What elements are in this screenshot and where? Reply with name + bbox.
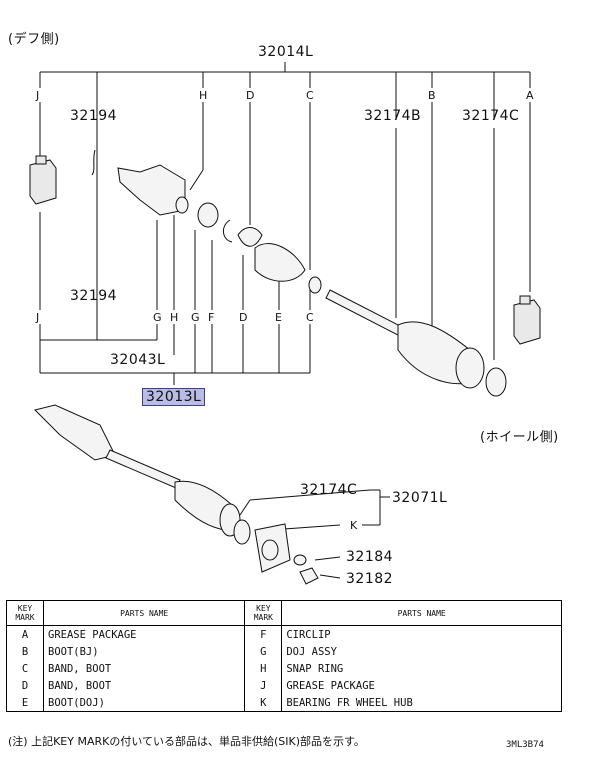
key-bottom-c: C (306, 311, 314, 324)
header-name-2: PARTS NAME (281, 600, 562, 626)
table-row: E BOOT(DOJ) K BEARING FR WHEEL HUB (6, 694, 562, 712)
key-cell: A (6, 625, 44, 643)
key-top-a: A (526, 89, 534, 102)
table-row: D BAND, BOOT J GREASE PACKAGE (6, 677, 562, 694)
key-cell: G (244, 643, 283, 660)
diagram-lines (29, 62, 541, 585)
name-cell: GREASE PACKAGE (281, 677, 562, 694)
part-32071L[interactable]: 32071L (392, 490, 448, 506)
wheel-side-label: (ホイール側) (480, 430, 559, 445)
part-32182[interactable]: 32182 (346, 571, 394, 587)
key-cell: B (6, 643, 44, 660)
part-32013L-highlighted[interactable]: 32013L (142, 388, 206, 406)
key-cell: D (6, 677, 44, 694)
key-cell: K (244, 694, 283, 712)
part-32194-mid[interactable]: 32194 (70, 288, 118, 304)
part-32184[interactable]: 32184 (346, 549, 394, 565)
diff-side-label: (デフ側) (8, 32, 60, 47)
key-cell: F (244, 625, 283, 643)
table-header-row: KEY MARK PARTS NAME KEY MARK PARTS NAME (6, 600, 562, 626)
key-top-h: H (199, 89, 208, 102)
part-32043L[interactable]: 32043L (110, 352, 166, 368)
name-cell: BOOT(DOJ) (42, 694, 246, 712)
header-name-1: PARTS NAME (42, 600, 246, 626)
key-bottom-j: J (36, 311, 40, 324)
name-cell: BEARING FR WHEEL HUB (281, 694, 562, 712)
key-top-c: C (306, 89, 314, 102)
name-cell: GREASE PACKAGE (42, 625, 246, 643)
key-cell: J (244, 677, 283, 694)
key-bottom-f: F (208, 311, 215, 324)
key-top-d: D (246, 89, 255, 102)
name-cell: BOOT(BJ) (42, 643, 246, 660)
name-cell: CIRCLIP (281, 625, 562, 643)
part-32174C-top[interactable]: 32174C (462, 108, 520, 124)
header-key-2: KEY MARK (244, 600, 283, 626)
key-top-b: B (428, 89, 436, 102)
table-row: B BOOT(BJ) G DOJ ASSY (6, 643, 562, 660)
key-top-j: J (36, 89, 40, 102)
table-row: C BAND, BOOT H SNAP RING (6, 660, 562, 677)
table-row: A GREASE PACKAGE F CIRCLIP (6, 625, 562, 643)
key-cell: H (244, 660, 283, 677)
key-bottom-e: E (275, 311, 282, 324)
key-cell: C (6, 660, 44, 677)
name-cell: SNAP RING (281, 660, 562, 677)
name-cell: DOJ ASSY (281, 643, 562, 660)
parts-table: KEY MARK PARTS NAME KEY MARK PARTS NAME … (6, 600, 562, 712)
header-key-1: KEY MARK (6, 600, 44, 626)
name-cell: BAND, BOOT (42, 660, 246, 677)
part-32194-top[interactable]: 32194 (70, 108, 118, 124)
part-32174B[interactable]: 32174B (364, 108, 422, 124)
key-bottom-g1: G (153, 311, 162, 324)
footnote: (注) 上記KEY MARKの付いている部品は、単品非供給(SIK)部品を示す。 (8, 735, 365, 748)
key-k: K (350, 519, 358, 532)
key-bottom-h: H (170, 311, 179, 324)
key-bottom-d: D (239, 311, 248, 324)
name-cell: BAND, BOOT (42, 677, 246, 694)
part-32174C-low[interactable]: 32174C (300, 482, 358, 498)
part-32014L[interactable]: 32014L (258, 44, 314, 60)
key-cell: E (6, 694, 44, 712)
diagram-code: 3ML3B74 (506, 740, 544, 750)
key-bottom-g2: G (191, 311, 200, 324)
